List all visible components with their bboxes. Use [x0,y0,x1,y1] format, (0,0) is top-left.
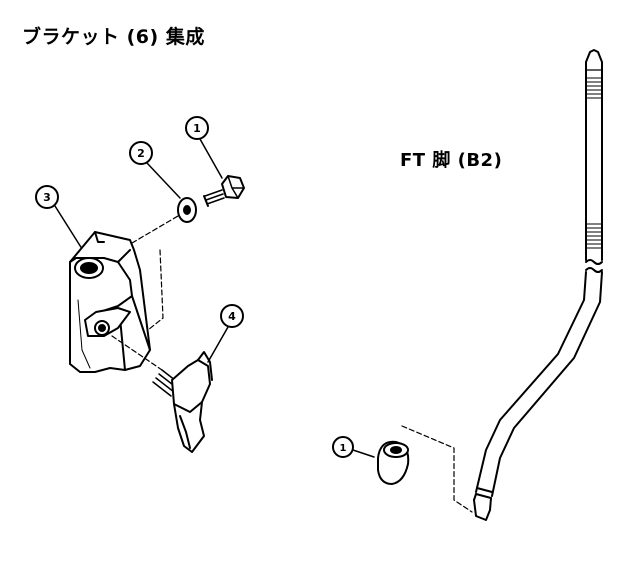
bracket-part [69,231,151,373]
callout-number-washer: 2 [137,147,145,160]
bolt-part [203,175,245,207]
callout-wing-screw [207,304,244,363]
alignment-lines [111,215,179,371]
ft-leg-title: FT 脚 (B2) [400,150,503,171]
callout-bracket [35,185,85,253]
callout-number-leg-cap: 1 [340,443,347,454]
callout-number-wing-screw: 4 [228,310,236,323]
callout-bolt [185,116,223,179]
leg-alignment-lines [401,425,473,513]
callout-number-bracket: 3 [43,191,51,204]
wing-screw-part [152,351,213,453]
ft-leg-part [473,49,603,521]
washer-part [177,197,197,223]
callout-leg-cap [332,436,375,458]
callout-number-bolt: 1 [193,122,201,135]
leg-cap-part [377,440,410,485]
callout-washer [129,141,181,199]
bracket-assembly-title: ブラケット (6) 集成 [22,26,205,48]
